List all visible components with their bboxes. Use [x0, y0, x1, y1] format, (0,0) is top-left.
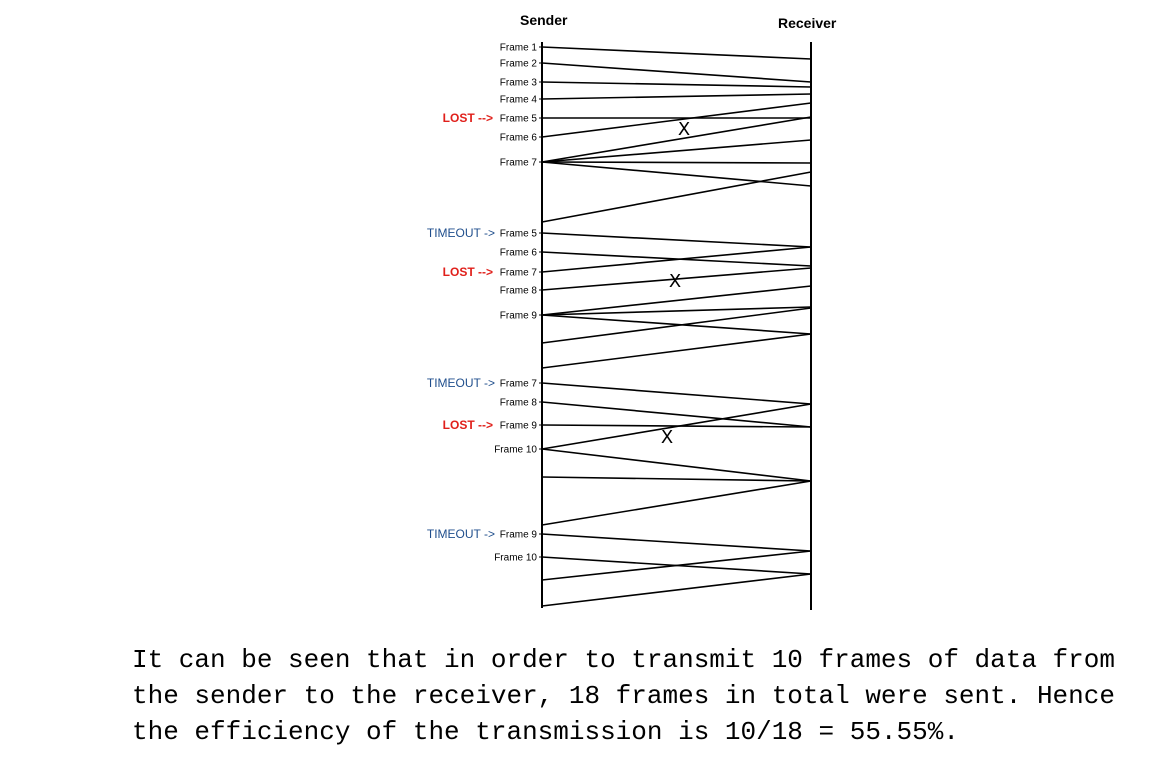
frame-labels: Frame 1 Frame 2 Frame 3 Frame 4 Frame 5 LOST …	[427, 43, 542, 564]
frame-label: Frame 4	[500, 95, 538, 106]
transmission-line	[541, 46, 812, 60]
transmission-lines	[541, 46, 812, 607]
transmission-line	[541, 573, 812, 607]
efficiency-caption: It can be seen that in order to transmit…	[132, 645, 1115, 747]
lost-tag: LOST -->	[443, 111, 493, 125]
timeout-tag: TIMEOUT ->	[427, 527, 495, 541]
frame-label: Frame 6	[500, 248, 538, 259]
transmission-line	[541, 267, 812, 291]
frame-label: Frame 2	[500, 59, 538, 70]
frame-label: Frame 8	[500, 286, 538, 297]
transmission-line	[541, 401, 812, 428]
frame-label: Frame 9	[500, 421, 538, 432]
transmission-line	[541, 403, 812, 450]
transmission-line	[541, 285, 812, 316]
transmission-line	[541, 307, 812, 344]
loss-marker: X	[669, 271, 681, 292]
frame-label: Frame 5	[500, 114, 538, 125]
frame-label: Frame 7	[500, 158, 538, 169]
transmission-line	[541, 81, 812, 88]
transmission-line	[541, 314, 812, 335]
transmission-line	[541, 476, 812, 482]
transmission-line	[541, 246, 812, 273]
frame-label: Frame 7	[500, 379, 538, 390]
transmission-line	[541, 161, 812, 164]
transmission-line	[541, 448, 812, 482]
loss-markers: X X X	[661, 119, 690, 448]
transmission-line	[541, 116, 812, 163]
frame-label: Frame 10	[494, 553, 537, 564]
frame-label: Frame 1	[500, 43, 538, 54]
transmission-line	[541, 161, 812, 187]
frame-label: Frame 8	[500, 398, 538, 409]
transmission-line	[541, 171, 812, 223]
loss-marker: X	[678, 119, 690, 140]
transmission-line	[541, 232, 812, 248]
timeout-tag: TIMEOUT ->	[427, 376, 495, 390]
transmission-line	[541, 102, 812, 138]
frame-label: Frame 7	[500, 268, 538, 279]
transmission-line	[541, 382, 812, 405]
transmission-line	[541, 139, 812, 163]
transmission-line	[541, 93, 812, 100]
transmission-line	[541, 333, 812, 369]
frame-label: Frame 6	[500, 133, 538, 144]
lost-tag: LOST -->	[443, 418, 493, 432]
lost-tag: LOST -->	[443, 265, 493, 279]
receiver-header: Receiver	[778, 15, 837, 31]
transmission-line	[541, 306, 812, 316]
frame-label: Frame 9	[500, 530, 538, 541]
timeout-tag: TIMEOUT ->	[427, 226, 495, 240]
transmission-line	[541, 550, 812, 581]
frame-label: Frame 10	[494, 445, 537, 456]
frame-label: Frame 9	[500, 311, 538, 322]
transmission-line	[541, 62, 812, 83]
transmission-line	[541, 480, 812, 526]
loss-marker: X	[661, 427, 673, 448]
sender-header: Sender	[520, 12, 568, 28]
frame-label: Frame 3	[500, 78, 538, 89]
frame-label: Frame 5	[500, 229, 538, 240]
transmission-line	[541, 533, 812, 552]
